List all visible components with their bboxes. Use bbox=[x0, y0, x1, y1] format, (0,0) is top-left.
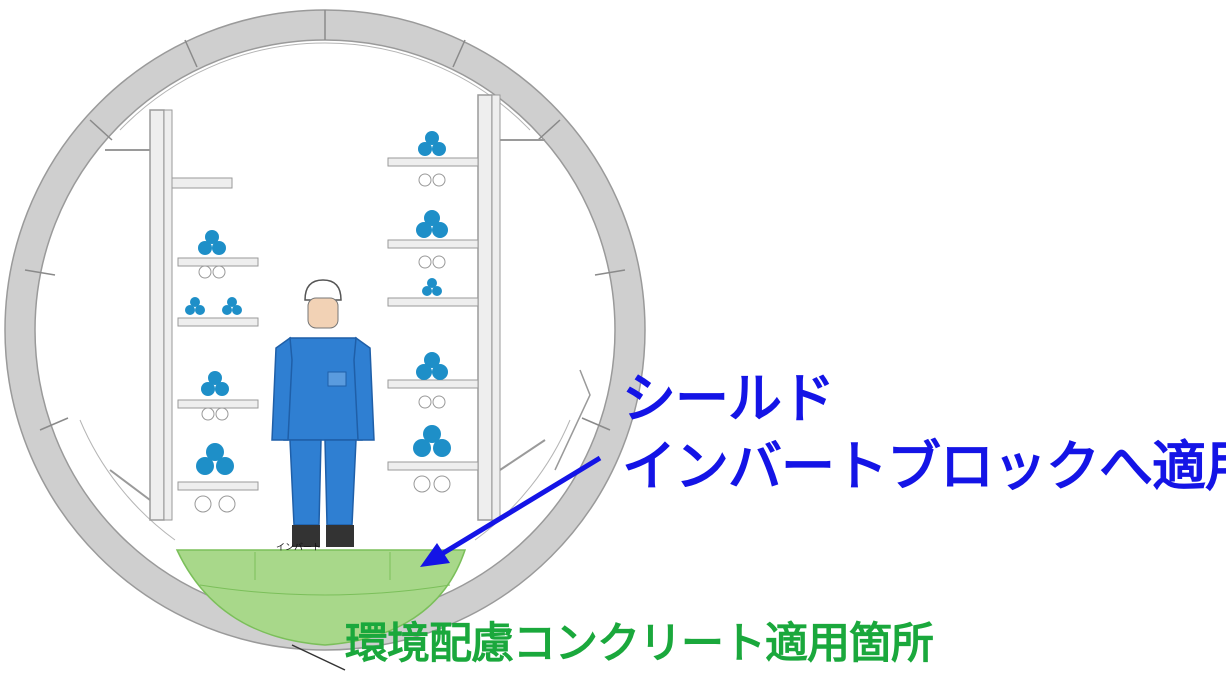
arrow-icon bbox=[420, 455, 602, 567]
invert-block bbox=[175, 549, 467, 646]
cable-bundle-icon bbox=[198, 230, 226, 279]
cable-bundle-icon bbox=[418, 131, 446, 187]
cable-bundle-icon bbox=[413, 425, 451, 493]
eco-concrete-callout: 環境配慮コンクリート適用箇所 bbox=[345, 619, 934, 669]
cable-bundle-icon bbox=[416, 352, 448, 409]
right-cable-rack bbox=[387, 94, 546, 521]
cable-bundle-icon bbox=[185, 297, 242, 315]
cable-bundle-icon bbox=[416, 210, 448, 269]
invert-small-label: インバート bbox=[276, 543, 322, 553]
worker-figure bbox=[271, 279, 375, 547]
cable-bundle-icon bbox=[422, 278, 442, 296]
cable-bundles-right bbox=[413, 131, 451, 493]
callout-line-2: インバートブロックへ適用 bbox=[622, 435, 1226, 498]
callout-line-1: シールド bbox=[622, 367, 835, 430]
cable-bundle-icon bbox=[201, 371, 229, 421]
left-cable-rack bbox=[105, 109, 259, 521]
shield-invert-callout: シールド インバートブロックへ適用 bbox=[622, 372, 1226, 494]
cable-bundle-icon bbox=[194, 443, 236, 513]
cable-bundles-left bbox=[185, 230, 242, 513]
leader-line bbox=[291, 644, 346, 671]
